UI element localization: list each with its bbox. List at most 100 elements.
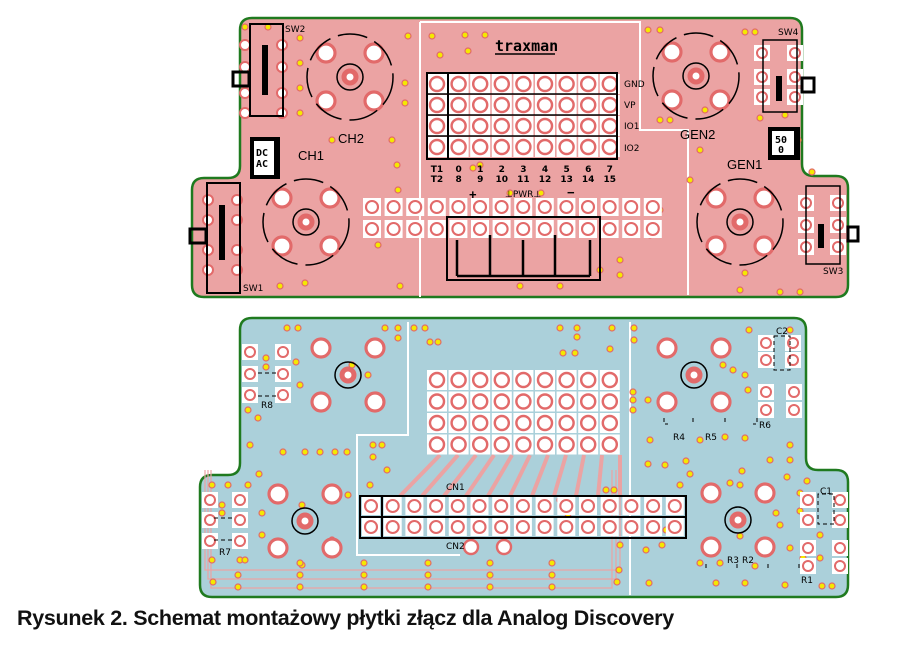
- via: [738, 467, 746, 475]
- traxman-logo: traxman: [495, 37, 558, 55]
- pad: [515, 75, 532, 93]
- via: [686, 176, 694, 184]
- pad: [661, 89, 683, 111]
- column-label-top: 3: [520, 165, 526, 175]
- pad: [429, 498, 444, 514]
- via: [571, 349, 579, 357]
- pad: [515, 96, 532, 114]
- via: [556, 282, 564, 290]
- pad: [363, 90, 385, 112]
- pad: [472, 199, 488, 215]
- via: [616, 256, 624, 264]
- via: [756, 114, 764, 122]
- via: [783, 473, 791, 481]
- via: [729, 366, 737, 374]
- via: [476, 161, 484, 169]
- cn1-label: CN1: [446, 483, 465, 493]
- pad: [364, 199, 380, 215]
- column-label-top: 6: [585, 165, 591, 175]
- via: [428, 32, 436, 40]
- via: [656, 116, 664, 124]
- pad: [267, 537, 289, 559]
- pad: [363, 42, 385, 64]
- trace: [420, 453, 460, 498]
- pad: [537, 519, 552, 535]
- via: [255, 470, 263, 478]
- via: [786, 544, 794, 552]
- pad: [559, 498, 574, 514]
- pad: [472, 519, 487, 535]
- pad: [537, 498, 552, 514]
- via: [644, 396, 652, 404]
- pad: [450, 138, 467, 156]
- via: [424, 559, 432, 567]
- row-label-io2: IO2: [624, 144, 639, 154]
- via: [401, 79, 409, 87]
- pad: [789, 91, 801, 103]
- via: [696, 146, 704, 154]
- pad: [645, 221, 660, 237]
- via: [262, 363, 270, 371]
- pad: [271, 235, 293, 257]
- bnc-outline: [306, 33, 394, 121]
- power-bus: [455, 235, 592, 278]
- via: [786, 326, 794, 334]
- pad: [832, 241, 844, 253]
- pad: [516, 221, 531, 237]
- via: [301, 279, 309, 287]
- pad: [646, 519, 661, 535]
- pad: [277, 346, 289, 358]
- switch-sw1: SW1: [188, 182, 263, 294]
- plus-label: +: [469, 187, 477, 202]
- pad: [429, 221, 444, 237]
- switch-sw2: SW2: [231, 23, 305, 117]
- pad: [760, 337, 772, 349]
- via: [294, 324, 302, 332]
- via: [369, 453, 377, 461]
- pad: [363, 519, 379, 535]
- via: [666, 116, 674, 124]
- via: [658, 541, 666, 549]
- pad: [239, 87, 251, 99]
- pad: [471, 414, 489, 432]
- via: [506, 189, 514, 197]
- via: [716, 559, 724, 567]
- pad: [802, 514, 814, 526]
- via: [741, 28, 749, 36]
- row-label-gnd: GND: [624, 80, 645, 90]
- via: [696, 559, 704, 567]
- ch1-label: CH1: [298, 148, 324, 163]
- pad: [624, 221, 639, 237]
- via: [751, 562, 759, 570]
- via: [360, 571, 368, 579]
- via: [629, 388, 637, 396]
- trace: [596, 454, 604, 497]
- pad: [244, 346, 256, 358]
- via: [719, 361, 727, 369]
- bnc-ring: [680, 361, 708, 389]
- pad: [277, 389, 289, 401]
- via: [421, 324, 429, 332]
- pad: [700, 536, 722, 558]
- top-pads: [202, 32, 846, 276]
- impedance-jumper: 50 0: [768, 127, 800, 160]
- via: [736, 481, 744, 489]
- pad: [700, 482, 722, 504]
- pad: [579, 371, 597, 389]
- pad: [471, 393, 489, 410]
- via: [378, 441, 386, 449]
- pad: [558, 414, 575, 432]
- pad: [428, 371, 446, 389]
- bnc-center-pad: [729, 511, 747, 529]
- pad: [385, 498, 400, 514]
- via: [615, 566, 623, 574]
- via: [254, 414, 262, 422]
- pad: [579, 75, 597, 93]
- via: [656, 26, 664, 34]
- pad: [407, 519, 422, 535]
- pad: [493, 414, 511, 432]
- pad: [536, 436, 554, 453]
- via: [366, 481, 374, 489]
- via: [258, 509, 266, 517]
- pwr-label: ⊥PWR⊥: [505, 190, 541, 200]
